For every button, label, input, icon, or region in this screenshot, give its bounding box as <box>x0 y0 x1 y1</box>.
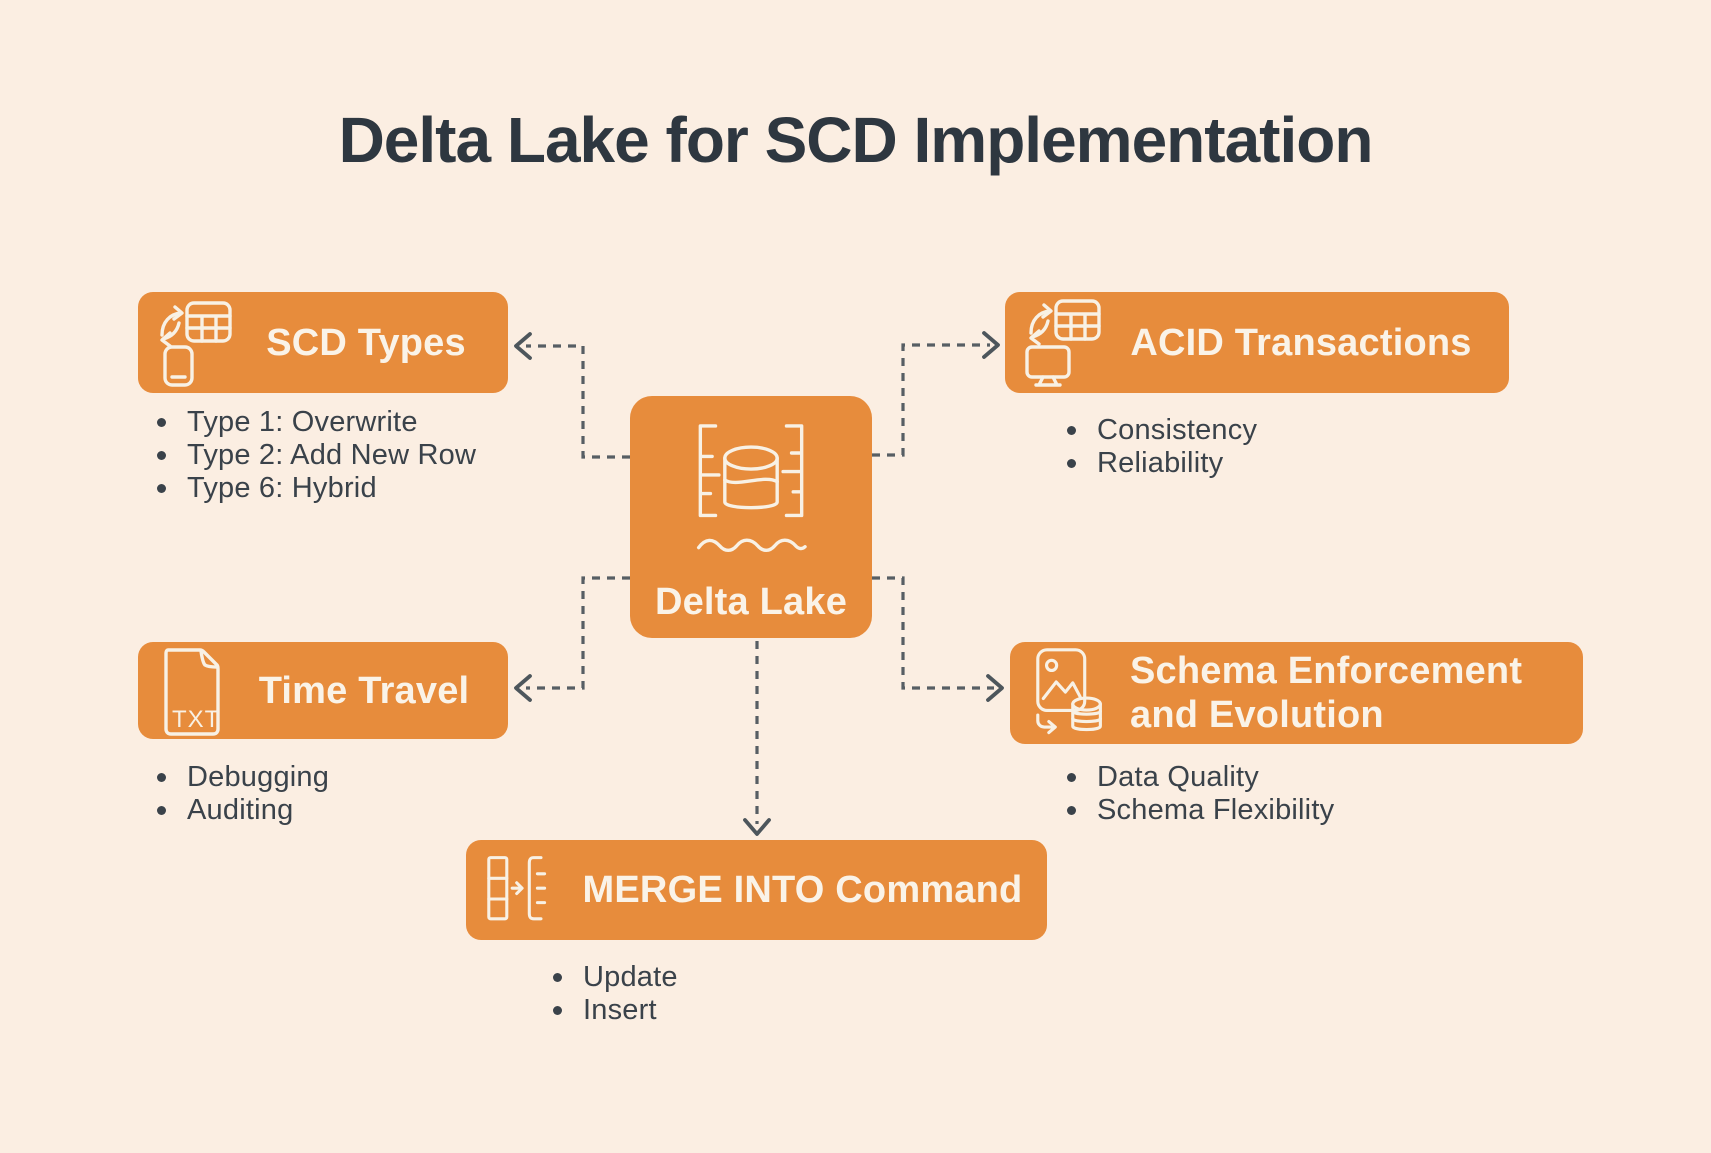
connector-delta-to-acid <box>872 343 990 457</box>
merge-tables-icon <box>478 850 568 930</box>
scd-types-list: Type 1: Overwrite Type 2: Add New Row Ty… <box>147 406 476 505</box>
table-sync-device-icon <box>150 299 234 387</box>
node-merge-into: MERGE INTO Command <box>466 840 1047 940</box>
list-item: Type 6: Hybrid <box>147 472 476 505</box>
arrowhead-to-time-travel <box>514 674 532 702</box>
list-item: Update <box>543 961 678 994</box>
connector-delta-to-scd-types <box>526 344 630 459</box>
time-travel-list: Debugging Auditing <box>147 761 329 827</box>
acid-list: Consistency Reliability <box>1057 414 1257 480</box>
node-acid-transactions: ACID Transactions <box>1005 292 1509 393</box>
node-delta-lake: Delta Lake <box>630 396 872 638</box>
node-label: MERGE INTO Command <box>582 869 1023 911</box>
node-label: ACID Transactions <box>1130 321 1472 364</box>
node-schema-enforcement: Schema Enforcement and Evolution <box>1010 642 1583 744</box>
list-item: Reliability <box>1057 447 1257 480</box>
list-item: Type 2: Add New Row <box>147 439 476 472</box>
delta-lake-database-icon <box>675 412 827 570</box>
node-label: Delta Lake <box>654 581 848 623</box>
node-time-travel: TXT Time Travel <box>138 642 508 739</box>
list-item: Type 1: Overwrite <box>147 406 476 439</box>
list-item: Data Quality <box>1057 761 1334 794</box>
arrowhead-to-acid <box>982 331 1000 359</box>
node-label: SCD Types <box>266 321 466 364</box>
merge-list: Update Insert <box>543 961 678 1027</box>
connector-delta-to-time-travel <box>526 576 630 690</box>
list-item: Debugging <box>147 761 329 794</box>
node-label: Time Travel <box>258 669 470 712</box>
table-sync-monitor-icon <box>1019 297 1103 389</box>
txt-document-icon: TXT <box>150 645 230 737</box>
node-scd-types: SCD Types <box>138 292 508 393</box>
arrowhead-to-scd-types <box>514 332 532 360</box>
image-file-database-icon <box>1024 645 1116 741</box>
txt-label: TXT <box>172 706 220 733</box>
node-label: Schema Enforcement and Evolution <box>1130 650 1523 736</box>
arrowhead-to-merge <box>743 818 771 836</box>
list-item: Consistency <box>1057 414 1257 447</box>
list-item: Insert <box>543 994 678 1027</box>
arrowhead-to-schema <box>986 674 1004 702</box>
list-item: Auditing <box>147 794 329 827</box>
schema-list: Data Quality Schema Flexibility <box>1057 761 1334 827</box>
list-item: Schema Flexibility <box>1057 794 1334 827</box>
connector-delta-to-schema <box>872 576 994 690</box>
page-title: Delta Lake for SCD Implementation <box>338 104 1374 176</box>
